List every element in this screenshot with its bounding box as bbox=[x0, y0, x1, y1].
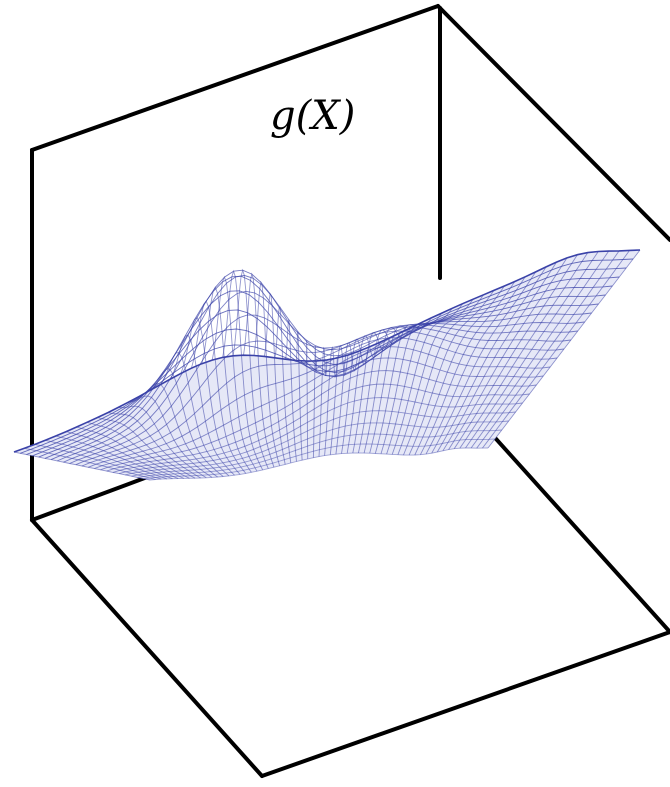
mesh-line-v bbox=[34, 443, 162, 480]
surface-back-rim bbox=[13, 249, 641, 453]
mesh-line-v bbox=[448, 257, 568, 450]
mesh-line-v bbox=[352, 332, 391, 454]
mesh-line-v bbox=[341, 338, 370, 454]
function-label: g(X) bbox=[270, 93, 356, 139]
mesh-line-v bbox=[363, 326, 411, 454]
mesh-line-v bbox=[431, 271, 537, 454]
mesh-line-v bbox=[118, 405, 207, 479]
mesh-line-v bbox=[295, 331, 303, 461]
floor-front-left-edge bbox=[30, 518, 264, 778]
mesh-line-v bbox=[284, 319, 297, 462]
mesh-line-v bbox=[170, 334, 235, 476]
mesh-line-v bbox=[391, 303, 463, 455]
mesh-line-v bbox=[232, 268, 269, 469]
mesh-line-v bbox=[397, 298, 474, 455]
mesh-line-v bbox=[201, 286, 252, 473]
surface-mesh bbox=[13, 249, 641, 481]
mesh-line-v bbox=[414, 285, 505, 456]
mesh-line-v bbox=[465, 251, 599, 449]
mesh-line-v bbox=[425, 276, 526, 455]
mesh-line-v bbox=[470, 250, 610, 449]
mesh-line-v bbox=[318, 346, 328, 457]
mesh-line-v bbox=[211, 275, 258, 472]
mesh-line-v bbox=[97, 417, 196, 479]
mesh-line-v bbox=[13, 451, 151, 481]
mesh-line-v bbox=[305, 340, 309, 459]
mesh-line-v bbox=[128, 395, 213, 478]
mesh-line-v bbox=[476, 250, 620, 449]
mesh-line-v bbox=[159, 352, 230, 477]
mesh-line-v bbox=[380, 312, 443, 454]
floor-back-right-edge bbox=[486, 428, 670, 634]
mesh-line-v bbox=[453, 254, 578, 449]
mesh-line-v bbox=[139, 382, 218, 478]
mesh-line-v bbox=[386, 308, 453, 455]
mesh-line-v bbox=[442, 261, 557, 452]
mesh-line-v bbox=[107, 412, 201, 479]
mesh-line-v bbox=[369, 322, 422, 454]
mesh-line-v bbox=[329, 344, 349, 455]
mesh-line-v bbox=[149, 368, 224, 477]
mesh-line-v bbox=[357, 329, 401, 454]
mesh-line-v bbox=[24, 447, 156, 480]
mesh-line-v bbox=[243, 272, 275, 468]
mesh-line-v bbox=[222, 269, 264, 471]
mesh-line-v bbox=[487, 249, 641, 449]
mesh-line-v bbox=[253, 280, 281, 466]
mesh-line-v bbox=[86, 421, 190, 479]
mesh-line-v bbox=[335, 342, 359, 455]
mesh-line-v bbox=[66, 431, 179, 480]
box-back-top-edge bbox=[30, 4, 440, 152]
floor-front-right-edge bbox=[260, 630, 670, 778]
mesh-line-v bbox=[190, 300, 247, 474]
floor-back-left-edge bbox=[30, 474, 152, 522]
mesh-line-v bbox=[55, 435, 173, 480]
mesh-line-v bbox=[274, 306, 292, 463]
mesh-line-v bbox=[403, 294, 484, 456]
box-right-top-edge bbox=[436, 4, 670, 242]
mesh-line-v bbox=[180, 316, 241, 475]
mesh-line-v bbox=[408, 290, 495, 456]
mesh-line-v bbox=[419, 281, 516, 455]
mesh-line-v bbox=[45, 439, 168, 480]
mesh-line-v bbox=[482, 250, 630, 449]
mesh-line-v bbox=[459, 252, 589, 449]
mesh-line-v bbox=[436, 266, 547, 453]
mesh-line-v bbox=[324, 346, 338, 456]
mesh-line-v bbox=[76, 426, 184, 479]
mesh-line-v bbox=[263, 292, 286, 465]
